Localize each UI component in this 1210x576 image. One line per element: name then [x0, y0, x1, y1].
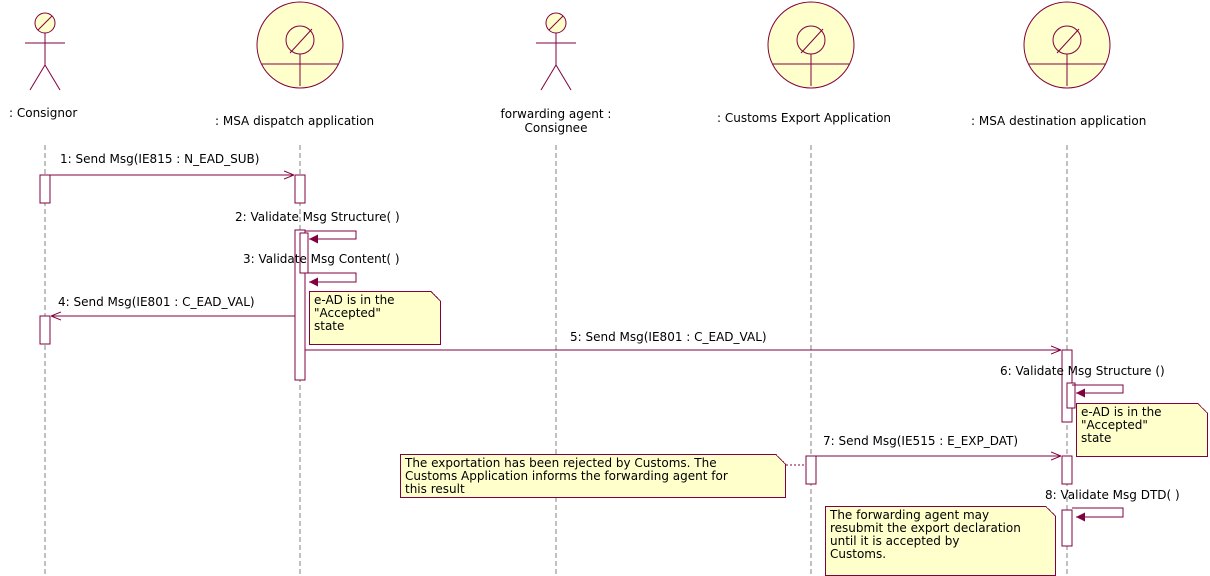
participant-label-customs: : Customs Export Application	[717, 111, 892, 125]
activation-dispatch-2b	[299, 232, 309, 274]
forwarder-actor-icon	[536, 12, 576, 91]
message-2-arrow	[305, 230, 357, 244]
activation-destination-3	[1061, 509, 1073, 547]
activation-dispatch-2	[294, 229, 306, 381]
activation-destination-2	[1061, 455, 1073, 485]
forwarder-label-line1: forwarding agent :	[500, 107, 612, 121]
note-line: state	[1081, 431, 1112, 445]
note-resubmit: The forwarding agent may resubmit the ex…	[825, 506, 1056, 576]
note-line: resubmit the export declaration	[830, 521, 1021, 535]
note-line: Customs Application informs the forwardi…	[405, 469, 728, 483]
message-5-label: 5: Send Msg(IE801 : C_EAD_VAL)	[570, 330, 767, 344]
activation-customs-1	[805, 455, 817, 485]
forwarder-label-line2: Consignee	[524, 121, 588, 135]
message-1-label: 1: Send Msg(IE815 : N_EAD_SUB)	[60, 152, 260, 166]
message-4-label: 4: Send Msg(IE801 : C_EAD_VAL)	[58, 295, 255, 309]
note-line: Customs.	[830, 547, 887, 561]
note-line: state	[314, 319, 345, 333]
message-6-arrow	[1072, 384, 1124, 398]
note-line: "Accepted"	[314, 306, 381, 320]
message-8-arrow	[1072, 507, 1124, 522]
activation-destination-1b	[1066, 382, 1076, 409]
activation-dispatch-1	[294, 174, 306, 204]
note-line: The exportation has been rejected by Cus…	[405, 456, 717, 470]
message-6-label: 6: Validate Msg Structure ()	[1000, 364, 1165, 378]
message-3-label: 3: Validate Msg Content( )	[243, 252, 400, 266]
dispatch-boundary-icon	[256, 1, 344, 89]
activation-consignor-1	[39, 174, 51, 204]
participant-label-consignor: : Consignor	[9, 106, 78, 120]
note-accepted-destination: e-AD is in the "Accepted" state	[1076, 403, 1208, 457]
note-rejected: The exportation has been rejected by Cus…	[400, 454, 786, 498]
note-line: this result	[405, 482, 465, 496]
note-accepted-dispatch: e-AD is in the "Accepted" state	[309, 291, 441, 345]
message-2-label: 2: Validate Msg Structure( )	[235, 210, 400, 224]
destination-boundary-icon	[1023, 1, 1111, 89]
message-8-label: 8: Validate Msg DTD( )	[1045, 488, 1180, 502]
message-7-label: 7: Send Msg(IE515 : E_EXP_DAT)	[823, 434, 1019, 448]
note-line: until it is accepted by	[830, 534, 960, 548]
note-line: "Accepted"	[1081, 418, 1148, 432]
note-line: e-AD is in the	[314, 293, 395, 307]
participant-label-destination: : MSA destination application	[971, 114, 1147, 128]
participant-label-dispatch: : MSA dispatch application	[215, 114, 375, 128]
consignor-actor-icon	[25, 12, 65, 91]
participant-label-forwarder: forwarding agent : Consignee	[476, 107, 636, 135]
note-line: e-AD is in the	[1081, 405, 1162, 419]
message-3-arrow	[308, 272, 357, 287]
customs-boundary-icon	[767, 1, 855, 89]
activation-consignor-2	[39, 315, 51, 345]
note-line: The forwarding agent may	[830, 508, 990, 522]
